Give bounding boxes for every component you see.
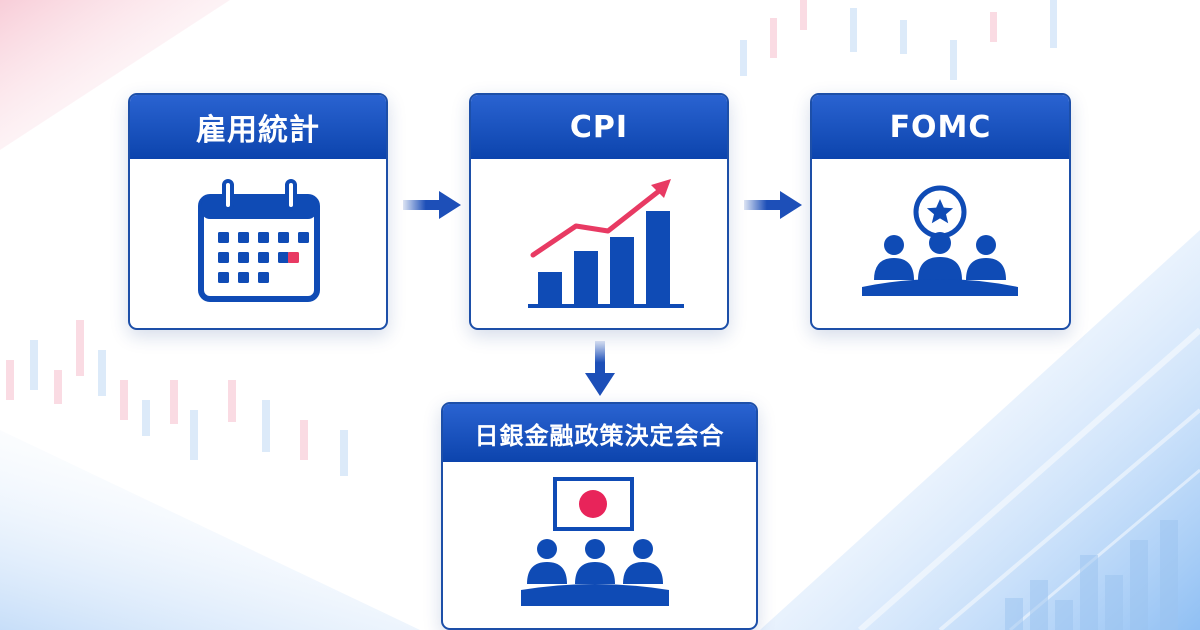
arrow-employment-to-cpi <box>403 191 461 219</box>
node-label: FOMC <box>889 109 992 145</box>
node-label: 日銀金融政策決定会合 <box>474 421 725 450</box>
node-cpi: CPI <box>469 93 729 330</box>
node-body <box>443 462 756 628</box>
node-body <box>812 159 1069 328</box>
node-label: 雇用統計 <box>196 113 320 148</box>
node-body <box>130 159 386 328</box>
node-employment-statistics: 雇用統計 <box>128 93 388 330</box>
node-fomc: FOMC <box>810 93 1071 330</box>
star-committee-meeting-icon <box>862 185 1018 296</box>
node-header: 雇用統計 <box>130 95 386 159</box>
arrow-cpi-to-fomc <box>744 191 802 219</box>
node-header: FOMC <box>812 95 1069 159</box>
calendar-icon <box>198 179 320 302</box>
node-header: CPI <box>471 95 727 159</box>
node-label: CPI <box>569 109 629 145</box>
japan-flag-meeting-icon <box>521 477 669 606</box>
node-body <box>471 159 727 328</box>
arrow-cpi-to-boj <box>585 341 615 396</box>
node-boj-monetary-policy-meeting: 日銀金融政策決定会合 <box>441 402 758 630</box>
node-header: 日銀金融政策決定会合 <box>443 404 756 462</box>
rising-bar-chart-icon <box>528 179 684 308</box>
